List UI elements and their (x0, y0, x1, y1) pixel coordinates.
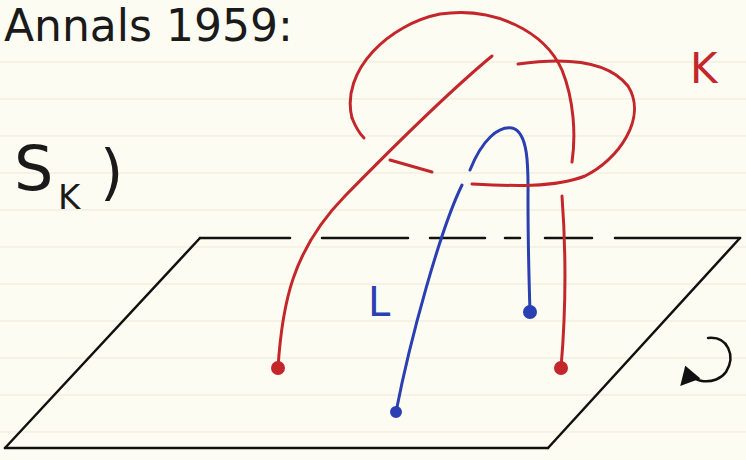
bracket: ) (100, 142, 123, 202)
plane (5, 238, 740, 448)
subscript: K (58, 180, 80, 214)
orientation-arrow (682, 338, 730, 384)
arc-label: L (368, 282, 390, 322)
space-symbol: S (14, 138, 53, 200)
arc-l (392, 128, 536, 417)
knot-label: K (690, 48, 718, 90)
knot-k (273, 13, 635, 374)
note-heading: Annals 1959: (4, 4, 293, 48)
